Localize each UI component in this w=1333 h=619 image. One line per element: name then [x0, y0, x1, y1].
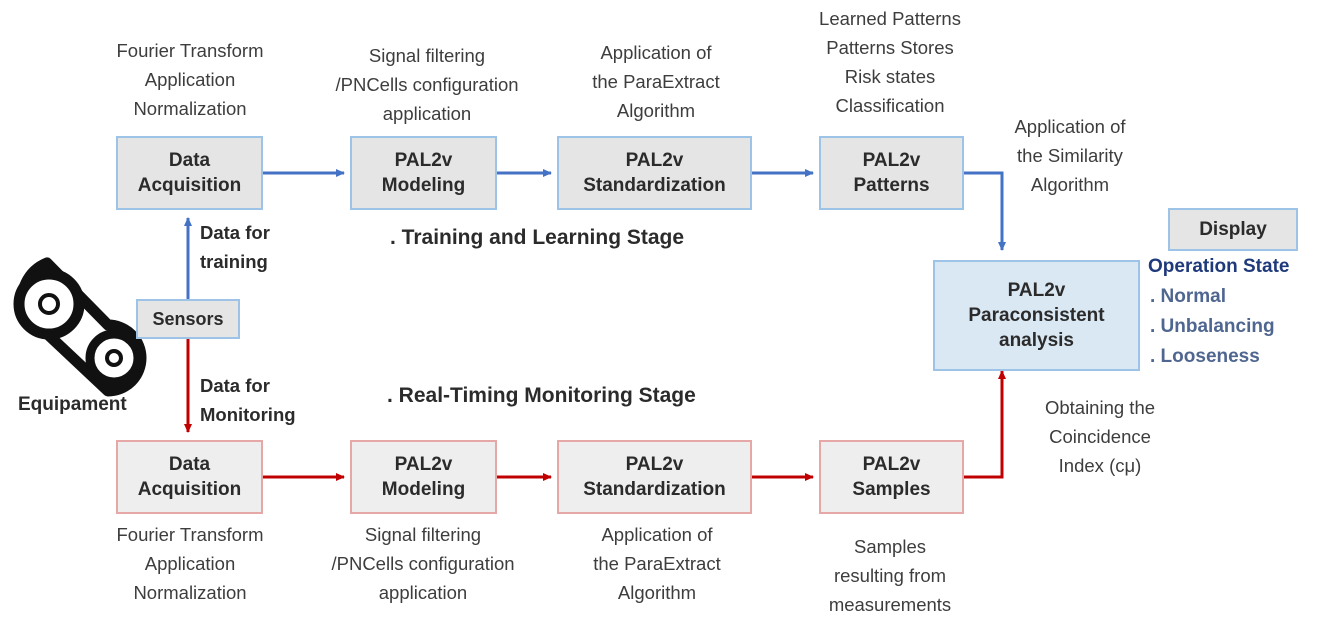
- state-looseness: . Looseness: [1150, 346, 1260, 367]
- equipment-label: Equipament: [18, 394, 127, 415]
- state-unbalancing: . Unbalancing: [1150, 316, 1275, 337]
- monitoring-stage-label: . Real-Timing Monitoring Stage: [387, 384, 696, 407]
- state-normal: . Normal: [1150, 286, 1227, 307]
- arrow-samples-to-analysis: [964, 370, 1006, 479]
- display-box: Display: [1168, 208, 1298, 251]
- sensors-box: Sensors: [136, 299, 240, 339]
- operation-state-title: Operation State: [1148, 256, 1290, 277]
- arrow-patterns-to-analysis: [964, 171, 1006, 251]
- equipment-icon: [13, 257, 147, 397]
- training-stage-label: . Training and Learning Stage: [390, 226, 685, 249]
